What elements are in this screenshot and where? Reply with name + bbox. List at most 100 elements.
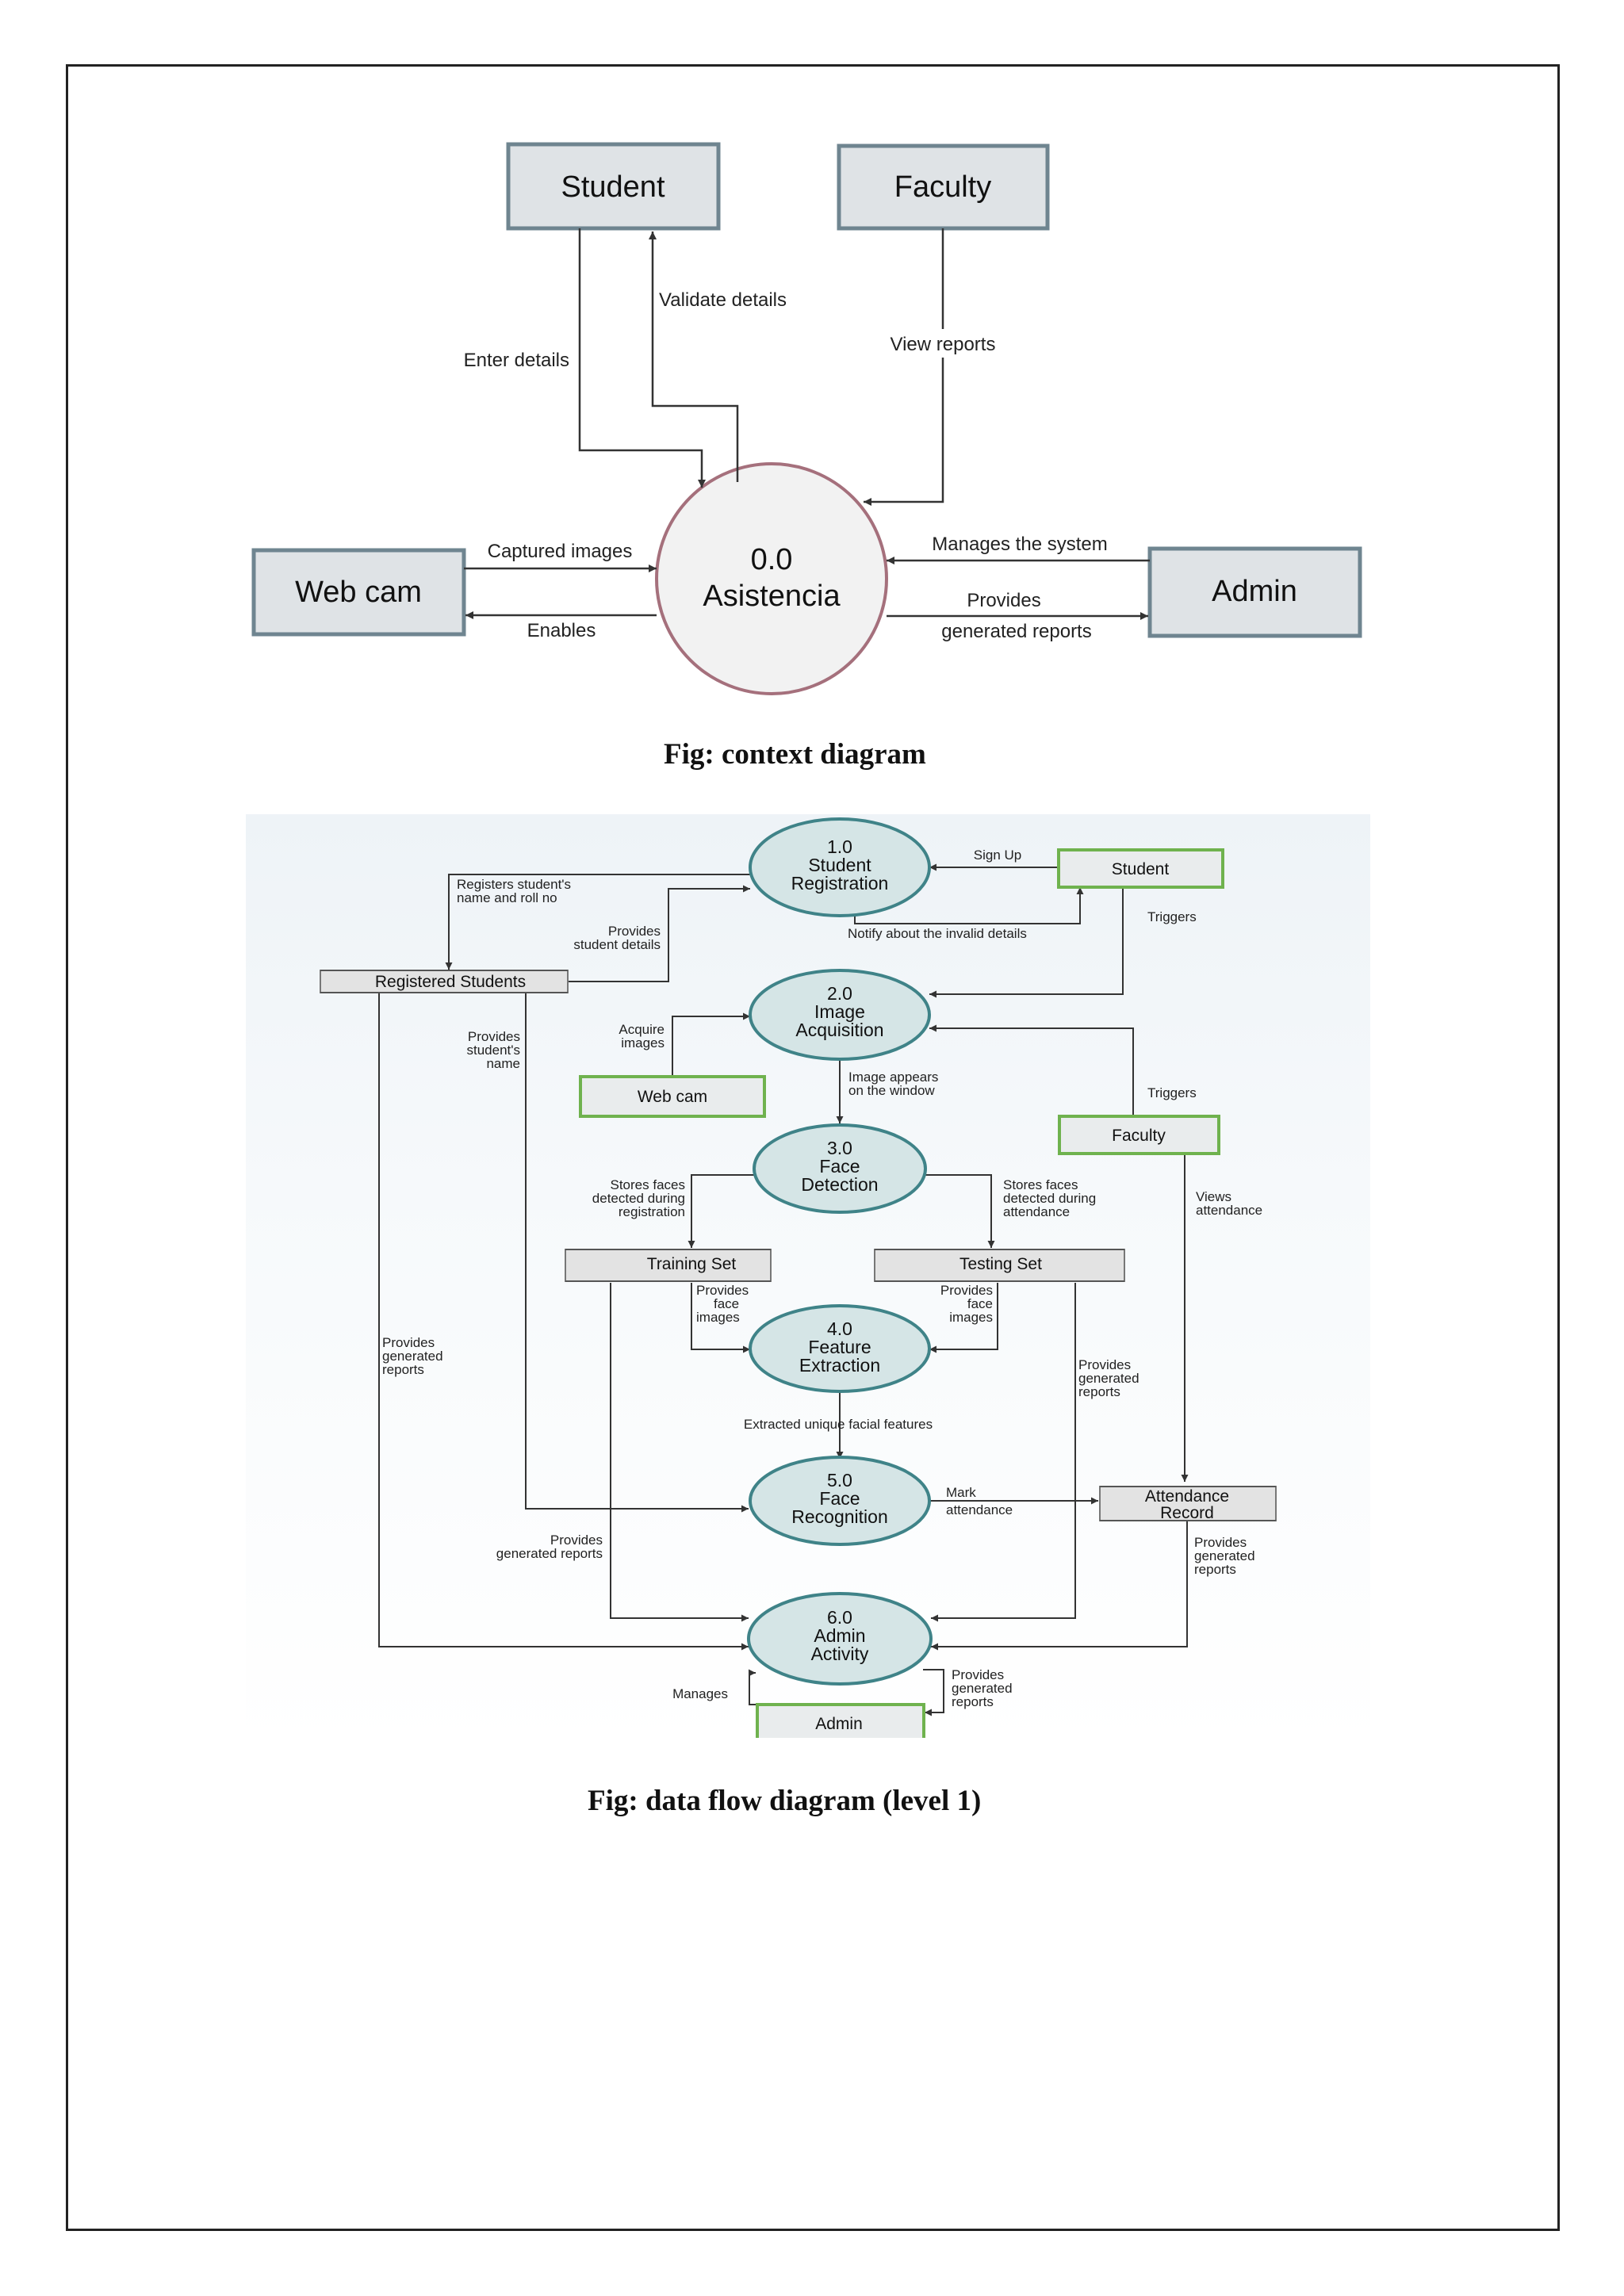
dfd-process-5-face-recognition: 5.0 Face Recognition: [749, 1456, 931, 1546]
dfd-flow-triggers-student-label: Triggers: [1147, 909, 1197, 924]
dfd-process-4-number: 4.0: [827, 1318, 852, 1339]
dfd-entity-webcam: Web cam: [579, 1075, 766, 1118]
dfd-flow-stores-att-label-2: detected during: [1003, 1191, 1096, 1206]
dfd-flow-gen-admin-label-2: generated: [952, 1681, 1013, 1696]
dfd-flow-face-images-right: [929, 1283, 998, 1353]
ctx-entity-admin: Admin: [1147, 546, 1362, 638]
dfd-process-3-line1: Face: [819, 1156, 860, 1177]
dfd-store-testing-set-label: Testing Set: [959, 1255, 1042, 1273]
dfd-flow-stores-reg-label-1: Stores faces: [611, 1177, 686, 1192]
dfd-flow-face-left-label-1: Provides: [696, 1283, 749, 1298]
dfd-flow-face-right-label-1: Provides: [940, 1283, 993, 1298]
dfd-flow-manages: [749, 1669, 757, 1705]
dfd-flow-registers: [445, 874, 750, 970]
ctx-flow-view-reports: [864, 228, 944, 506]
ctx-process-number: 0.0: [751, 543, 793, 576]
dfd-flow-sign-up-label: Sign Up: [974, 848, 1021, 863]
dfd-process-5-line1: Face: [819, 1488, 860, 1509]
dfd-flow-acquire-images: [672, 1012, 750, 1077]
dfd-flow-triggers-faculty: [929, 1024, 1134, 1116]
dfd-flow-gen-right-label-2: generated: [1078, 1371, 1139, 1386]
ctx-flow-captured-images-label: Captured images: [488, 541, 633, 562]
dfd-process-5-line2: Recognition: [791, 1506, 887, 1527]
dfd-entity-webcam-label: Web cam: [638, 1088, 707, 1106]
dfd-entity-student-label: Student: [1112, 860, 1170, 878]
dfd-process-4-feature-extraction: 4.0 Feature Extraction: [749, 1304, 931, 1393]
dfd-flow-attendance-to-admin: [931, 1521, 1188, 1651]
dfd-process-6-line2: Activity: [811, 1644, 869, 1664]
ctx-flow-view-reports-mask: [884, 329, 1002, 358]
dfd-flow-training-to-admin: [610, 1283, 749, 1622]
dfd-entity-faculty-label: Faculty: [1112, 1127, 1166, 1145]
dfd-flow-provides-name-label-3: name: [486, 1056, 520, 1071]
dfd-process-2-image-acquisition: 2.0 Image Acquisition: [749, 969, 931, 1061]
dfd-flow-face-left-label-3: images: [696, 1310, 740, 1325]
dfd-flow-registers-label-2: name and roll no: [457, 890, 557, 905]
ctx-flow-enter-details-label: Enter details: [464, 350, 569, 371]
dfd-process-1-number: 1.0: [827, 836, 852, 857]
dfd-flow-image-appears-label-2: on the window: [848, 1083, 935, 1098]
dfd-flow-acquire-label-1: Acquire: [619, 1022, 665, 1037]
dfd-entity-admin: Admin: [749, 1703, 932, 1754]
dfd-flow-provides-details: [568, 885, 750, 982]
dfd-flow-stores-att-label-3: attendance: [1003, 1204, 1070, 1219]
dfd-store-testing-set: Testing Set: [874, 1249, 1125, 1282]
dfd-process-1-student-registration: 1.0 Student Registration: [749, 817, 931, 917]
dfd-store-registered-students: Registered Students: [320, 970, 569, 993]
ctx-flow-enter-details: [578, 228, 706, 488]
dfd-flow-gen-admin-label-1: Provides: [952, 1667, 1004, 1682]
ctx-flow-enables-label: Enables: [527, 620, 596, 641]
dfd-flow-manages-label: Manages: [672, 1686, 728, 1701]
dfd-flow-testing-to-admin: [931, 1283, 1076, 1622]
dfd-process-3-number: 3.0: [827, 1138, 852, 1158]
dfd-flow-acquire-label-2: images: [621, 1035, 665, 1050]
dfd-store-training-set-label: Training Set: [647, 1255, 737, 1273]
dfd-store-attendance-label-2: Record: [1160, 1504, 1214, 1522]
dfd-flow-stores-attendance: [925, 1174, 995, 1248]
dfd-store-attendance-label-1: Attendance: [1145, 1487, 1229, 1506]
dfd-flow-triggers-faculty-label: Triggers: [1147, 1085, 1197, 1100]
dfd-process-1-line2: Registration: [791, 873, 889, 894]
dfd-flow-stores-reg-label-3: registration: [619, 1204, 685, 1219]
ctx-entity-faculty-label: Faculty: [894, 170, 991, 204]
dfd-flow-admin-reports: [923, 1669, 944, 1716]
dfd-flow-gen-left-label-1: Provides: [382, 1335, 435, 1350]
dfd-process-5-number: 5.0: [827, 1470, 852, 1490]
dfd-process-2-line2: Acquisition: [795, 1020, 883, 1040]
ctx-process-name: Asistencia: [703, 580, 841, 613]
dfd-flow-stores-att-label-1: Stores faces: [1003, 1177, 1078, 1192]
dfd-caption: Fig: data flow diagram (level 1): [588, 1785, 982, 1817]
dfd-entity-admin-label: Admin: [815, 1715, 863, 1733]
dfd-process-6-admin-activity: 6.0 Admin Activity: [747, 1592, 933, 1686]
dfd-background: [246, 814, 1370, 1744]
ctx-flow-view-reports-label: View reports: [891, 334, 996, 355]
dfd-level1-diagram: Sign Up Registers student's name and rol…: [320, 817, 1277, 1754]
dfd-entity-faculty: Faculty: [1058, 1115, 1220, 1155]
dfd-flow-extracted-label: Extracted unique facial features: [744, 1417, 933, 1432]
dfd-flow-face-images-left: [691, 1283, 750, 1353]
dfd-process-1-line1: Student: [808, 855, 871, 875]
dfd-process-6-number: 6.0: [827, 1607, 852, 1628]
page-border: [66, 64, 1560, 2231]
ctx-process-asistencia: 0.0 Asistencia: [655, 462, 888, 695]
dfd-flow-provides-name-label-1: Provides: [468, 1029, 520, 1044]
dfd-flow-gen-right-label-3: reports: [1078, 1384, 1120, 1399]
dfd-process-6-line1: Admin: [814, 1625, 865, 1646]
dfd-flow-mark-label-2: attendance: [946, 1502, 1013, 1517]
dfd-flow-gen-att-label-3: reports: [1194, 1562, 1236, 1577]
dfd-entity-student: Student: [1057, 848, 1224, 889]
dfd-flow-notify-invalid-label: Notify about the invalid details: [848, 926, 1027, 941]
ctx-flow-manages-system-label: Manages the system: [932, 534, 1107, 555]
dfd-flow-provides-details-label-2: student details: [573, 937, 661, 952]
ctx-flow-validate-details: [649, 232, 739, 482]
dfd-flow-stores-registration: [688, 1174, 754, 1248]
dfd-flow-registered-to-admin: [378, 993, 749, 1651]
dfd-process-2-line1: Image: [814, 1001, 865, 1022]
dfd-flow-face-right-label-3: images: [949, 1310, 993, 1325]
dfd-flow-gen-left-label-2: generated: [382, 1349, 443, 1364]
ctx-entity-admin-label: Admin: [1212, 575, 1297, 608]
ctx-flow-generated-reports-label-1: Provides: [967, 590, 1040, 611]
dfd-flow-registers-label-1: Registers student's: [457, 877, 571, 892]
dfd-flow-gen-right-label-1: Provides: [1078, 1357, 1131, 1372]
dfd-flow-gen-left-label-3: reports: [382, 1362, 424, 1377]
